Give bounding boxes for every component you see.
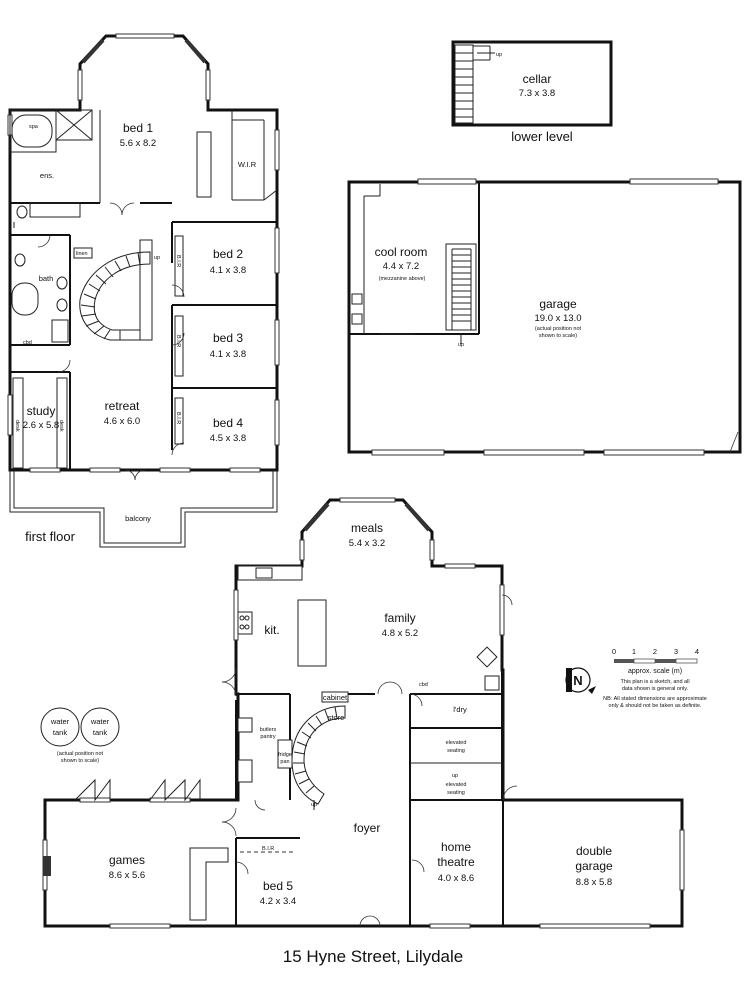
cellar-dim: 7.3 x 3.8 xyxy=(519,88,555,99)
ground-up-label: up xyxy=(311,802,317,808)
garage-name: garage xyxy=(539,297,577,311)
property-title: 15 Hyne Street, Lilydale xyxy=(283,947,464,966)
bed5-dim: 4.2 x 3.4 xyxy=(260,896,296,907)
double-garage-line1: double xyxy=(576,844,612,858)
bed1-name: bed 1 xyxy=(123,121,153,135)
retreat-name: retreat xyxy=(105,399,140,413)
family-dim: 4.8 x 5.2 xyxy=(382,628,418,639)
bed3-dim: 4.1 x 3.8 xyxy=(210,349,246,360)
meals-dim: 5.4 x 3.2 xyxy=(349,538,385,549)
fridge-pan-label: pan xyxy=(280,759,289,765)
scale-legend: 0 1 2 3 4 approx. scale (m) This plan is… xyxy=(565,647,707,709)
retreat-dim: 4.6 x 6.0 xyxy=(104,416,140,427)
cellar-plan: up cellar 7.3 x 3.8 lower level xyxy=(451,40,613,144)
elevated-seating-2-line1: elevated xyxy=(446,782,467,788)
cellar-up-label: up xyxy=(496,52,502,58)
scale-note-4: only & should not be taken as definite. xyxy=(609,703,702,709)
linen-label: linen xyxy=(76,251,88,257)
store-name: store xyxy=(328,713,345,722)
study-desk-label-2: desk xyxy=(58,420,64,432)
elevated-seating-1-line1: elevated xyxy=(446,740,467,746)
scale-tick-3: 3 xyxy=(674,647,678,656)
meals-name: meals xyxy=(351,521,383,535)
bed2-bir-label: B.I.R xyxy=(175,255,181,267)
study-desk-label-1: desk xyxy=(14,420,20,432)
wir-label: W.I.R xyxy=(238,160,257,169)
scale-note-2: data shown is general only. xyxy=(622,686,689,692)
double-garage-dim: 8.8 x 5.8 xyxy=(576,877,612,888)
water-tanks: water tank water tank (actual position n… xyxy=(40,707,120,764)
scale-tick-1: 1 xyxy=(632,647,636,656)
elevated-seating-1-line2: seating xyxy=(447,748,465,754)
garage-note-2: shown to scale) xyxy=(539,333,577,339)
lower-level-label: lower level xyxy=(511,129,573,144)
kitchen-name: kit. xyxy=(264,623,279,637)
cellar-name: cellar xyxy=(523,72,552,86)
games-dim: 8.6 x 5.6 xyxy=(109,870,145,881)
study-name: study xyxy=(27,404,56,418)
foyer-name: foyer xyxy=(354,821,381,835)
home-theatre-dim: 4.0 x 8.6 xyxy=(438,873,474,884)
balcony-name: balcony xyxy=(125,514,151,523)
home-theatre-line1: home xyxy=(441,840,471,854)
first-floor-stairs xyxy=(80,252,151,340)
first-floor-plan: balcony xyxy=(7,33,280,548)
compass-letter: N xyxy=(573,673,582,688)
water-tank-2-line1: water xyxy=(90,717,110,726)
scale-tick-2: 2 xyxy=(653,647,657,656)
ground-floor-stairs xyxy=(293,706,338,794)
bed5-bir-label: B.I.R xyxy=(262,846,274,852)
water-tank-2-line2: tank xyxy=(93,728,107,737)
bed3-bir-label: B.I.R xyxy=(175,335,181,347)
ldry-cbd-label: cbd xyxy=(419,682,428,688)
butlers-label: butlers xyxy=(260,727,277,733)
ensuite-name: ens. xyxy=(40,171,54,180)
cabinet-label: cabinet xyxy=(323,693,348,702)
theatre-up-label: up xyxy=(452,773,458,779)
study-dim: 2.6 x 5.8 xyxy=(23,420,59,431)
garage-plan: up cool room 4.4 x 7.2 (mezzanine above)… xyxy=(347,178,742,456)
scale-tick-0: 0 xyxy=(612,647,616,656)
bed2-dim: 4.1 x 3.8 xyxy=(210,265,246,276)
first-floor-label: first floor xyxy=(25,529,76,544)
water-tank-1-line2: tank xyxy=(53,728,67,737)
fridge-label: fridge xyxy=(278,752,292,758)
elevated-seating-2-line2: seating xyxy=(447,790,465,796)
double-garage-line2: garage xyxy=(575,859,613,873)
bed2-name: bed 2 xyxy=(213,247,243,261)
scale-tick-4: 4 xyxy=(695,647,699,656)
water-tank-note-1: (actual position not xyxy=(57,751,104,757)
bed1-dim: 5.6 x 8.2 xyxy=(120,138,156,149)
cellar-stairs xyxy=(455,45,495,118)
scale-note-1: This plan is a sketch, and all xyxy=(620,679,689,685)
scale-label: approx. scale (m) xyxy=(628,668,682,675)
ensuite-spa-label: spa xyxy=(29,124,39,130)
family-name: family xyxy=(384,611,415,625)
first-floor-up-label: up xyxy=(154,255,160,261)
bath-cbd-label: cbd xyxy=(23,340,32,346)
bed3-name: bed 3 xyxy=(213,331,243,345)
cool-room-dim: 4.4 x 7.2 xyxy=(383,261,419,272)
garage-up-label: up xyxy=(458,342,464,348)
scale-note-3: NB: All stated dimensions are approximat… xyxy=(603,696,707,702)
pantry-label: pantry xyxy=(260,734,276,740)
bed4-name: bed 4 xyxy=(213,416,243,430)
garage-dim: 19.0 x 13.0 xyxy=(534,313,581,324)
water-tank-1-line1: water xyxy=(50,717,70,726)
laundry-name: l'dry xyxy=(453,705,467,714)
bed4-dim: 4.5 x 3.8 xyxy=(210,433,246,444)
bed5-name: bed 5 xyxy=(263,879,293,893)
bed4-bir-label: B.I.R xyxy=(175,412,181,424)
cool-room-name: cool room xyxy=(375,245,428,259)
bath-name: bath xyxy=(39,274,54,283)
games-name: games xyxy=(109,853,145,867)
garage-stairs xyxy=(451,248,472,330)
ground-floor-plan: up meals 5.4 x 3.2 family 4.8 x 5.2 kit.… xyxy=(42,497,685,929)
cool-room-note: (mezzanine above) xyxy=(379,276,426,282)
garage-note-1: (actual position not xyxy=(535,326,582,332)
water-tank-note-2: shown to scale) xyxy=(61,758,99,764)
home-theatre-line2: theatre xyxy=(437,855,475,869)
compass-icon: N xyxy=(565,667,596,694)
